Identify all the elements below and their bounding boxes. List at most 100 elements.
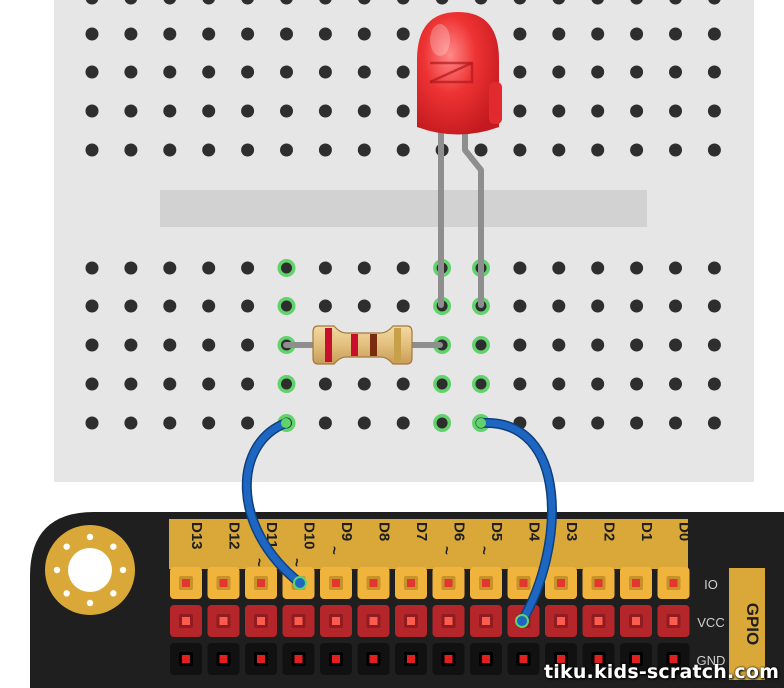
breadboard-hole bbox=[669, 0, 682, 5]
mounting-hole-dot bbox=[110, 590, 117, 597]
wire-2-end bbox=[515, 614, 529, 628]
pin-label-d2: D2 bbox=[601, 522, 618, 541]
breadboard-hole bbox=[124, 27, 138, 41]
breadboard-hole bbox=[163, 27, 177, 41]
breadboard-hole bbox=[707, 104, 721, 118]
breadboard-hole bbox=[357, 65, 371, 79]
mounting-hole-dot bbox=[53, 566, 61, 574]
breadboard-hole-active bbox=[281, 262, 292, 274]
breadboard-hole bbox=[318, 143, 332, 157]
breadboard-hole bbox=[202, 65, 216, 79]
breadboard-hole bbox=[630, 65, 644, 79]
breadboard-hole bbox=[513, 143, 527, 157]
breadboard-hole bbox=[241, 0, 254, 5]
breadboard-hole bbox=[163, 65, 177, 79]
wire-1-end bbox=[293, 576, 307, 590]
breadboard-hole bbox=[85, 338, 99, 352]
breadboard-hole bbox=[124, 104, 138, 118]
header-pins bbox=[170, 567, 690, 675]
breadboard-hole bbox=[318, 65, 332, 79]
header-pin-contact bbox=[294, 655, 303, 663]
breadboard-hole bbox=[591, 27, 605, 41]
breadboard-hole bbox=[552, 143, 566, 157]
breadboard-hole bbox=[318, 377, 332, 391]
breadboard-hole bbox=[396, 299, 410, 313]
header-pin-contact bbox=[482, 655, 490, 663]
header-pin-contact bbox=[257, 655, 265, 663]
breadboard-hole bbox=[707, 143, 721, 157]
pin-label-d8: D8 bbox=[376, 522, 393, 541]
header-pin-contact bbox=[257, 617, 265, 625]
mounting-hole-dot bbox=[119, 566, 127, 574]
breadboard-hole bbox=[396, 416, 410, 430]
breadboard-hole-active bbox=[436, 417, 448, 429]
breadboard-hole bbox=[202, 416, 216, 430]
breadboard-hole bbox=[163, 261, 177, 275]
header-pin-contact bbox=[557, 617, 565, 625]
breadboard-hole bbox=[396, 377, 410, 391]
header-pin-contact bbox=[219, 579, 228, 587]
pin-label-d10: D10 bbox=[301, 522, 318, 550]
breadboard-hole bbox=[707, 416, 721, 430]
breadboard-hole bbox=[591, 261, 605, 275]
breadboard-hole bbox=[163, 338, 177, 352]
breadboard-hole bbox=[552, 65, 566, 79]
breadboard-hole-active bbox=[281, 378, 292, 390]
breadboard-hole bbox=[124, 338, 138, 352]
resistor-body bbox=[312, 325, 413, 365]
breadboard-hole bbox=[124, 416, 138, 430]
breadboard-hole bbox=[630, 0, 643, 5]
breadboard-hole bbox=[669, 299, 682, 313]
header-pin-contact bbox=[369, 655, 378, 663]
resistor bbox=[283, 325, 443, 365]
breadboard-hole bbox=[630, 338, 644, 352]
header-pin-contact bbox=[557, 579, 565, 587]
breadboard-hole bbox=[630, 261, 644, 275]
breadboard-hole bbox=[707, 27, 721, 41]
breadboard-hole bbox=[241, 377, 255, 391]
breadboard-hole bbox=[318, 104, 332, 118]
header-pin-contact bbox=[332, 579, 340, 587]
breadboard-hole bbox=[630, 104, 644, 118]
pwm-marker: ~ bbox=[438, 546, 455, 555]
breadboard-hole bbox=[630, 27, 644, 41]
breadboard-hole bbox=[241, 65, 255, 79]
row-label-io: IO bbox=[704, 577, 718, 592]
breadboard-hole bbox=[396, 143, 410, 157]
row-labels: IO VCC GND bbox=[697, 577, 726, 668]
header-pin-contact bbox=[407, 617, 415, 625]
breadboard-hole bbox=[591, 143, 605, 157]
breadboard-hole-active bbox=[281, 300, 292, 312]
resistor-band bbox=[351, 334, 358, 356]
breadboard-hole bbox=[163, 104, 177, 118]
breadboard-hole bbox=[552, 27, 566, 41]
header-pin-contact bbox=[482, 617, 490, 625]
header-pin-contact bbox=[519, 655, 528, 663]
breadboard-hole bbox=[669, 338, 682, 352]
header-pin-contact bbox=[519, 579, 528, 587]
breadboard bbox=[54, 0, 754, 482]
breadboard-hole bbox=[630, 416, 644, 430]
breadboard-hole bbox=[474, 143, 488, 157]
breadboard-hole bbox=[163, 416, 177, 430]
breadboard-hole bbox=[591, 104, 605, 118]
header-pin-contact bbox=[332, 617, 340, 625]
breadboard-hole-active bbox=[475, 339, 487, 351]
mounting-hole-dot bbox=[110, 543, 117, 550]
breadboard-hole bbox=[241, 104, 255, 118]
breadboard-hole bbox=[241, 338, 255, 352]
header-pin-contact bbox=[632, 655, 640, 663]
breadboard-hole bbox=[163, 377, 177, 391]
breadboard-hole bbox=[124, 261, 138, 275]
header-pin-contact bbox=[594, 655, 603, 663]
pwm-marker: ~ bbox=[325, 546, 342, 555]
header-pin-contact bbox=[444, 617, 453, 625]
led-body bbox=[417, 12, 499, 135]
breadboard-hole bbox=[552, 261, 566, 275]
breadboard-center-channel bbox=[160, 190, 647, 227]
pin-label-d0: D0 bbox=[676, 522, 693, 541]
breadboard-hole bbox=[397, 0, 410, 5]
pin-label-d9: D9 bbox=[338, 522, 355, 541]
breadboard-hole bbox=[357, 377, 371, 391]
header-pin-contact bbox=[369, 617, 378, 625]
